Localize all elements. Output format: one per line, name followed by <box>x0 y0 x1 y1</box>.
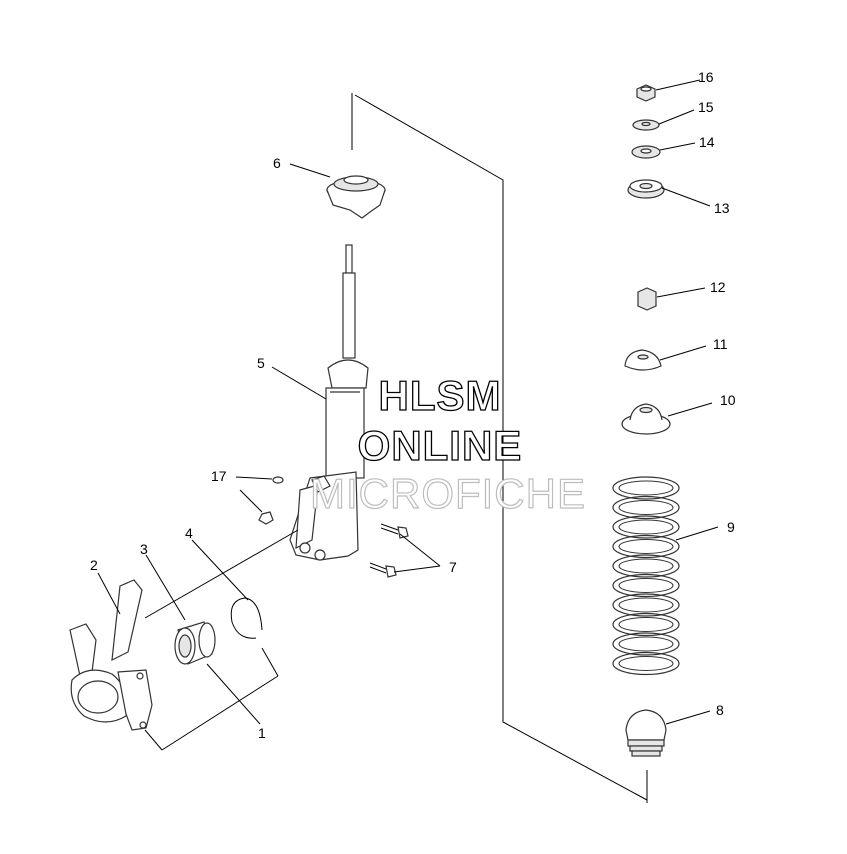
watermark-line2: ONLINE <box>358 422 523 469</box>
spring-coil-outer <box>612 651 680 676</box>
callout-8: 8 <box>716 702 724 718</box>
spring-coil-inner <box>618 539 674 554</box>
callout-6: 6 <box>273 155 281 171</box>
part-bump-cap-11 <box>624 349 662 371</box>
part-upper-mount <box>326 175 386 219</box>
callout-7: 7 <box>449 559 457 575</box>
callout-12: 12 <box>710 279 726 295</box>
part-bump-stop-8 <box>625 709 667 757</box>
watermark-line1: HLSM <box>379 372 502 419</box>
spring-coil-outer <box>612 554 680 578</box>
callout-3: 3 <box>140 541 148 557</box>
spring-coil-inner <box>618 656 674 671</box>
spring-coil-inner <box>618 480 674 496</box>
part-washer-14 <box>631 145 661 159</box>
callout-2: 2 <box>90 557 98 573</box>
spring-coil-inner <box>618 617 674 632</box>
part-nut-16 <box>636 84 656 102</box>
watermark-line3: MICROFICHE <box>310 470 586 517</box>
part-knuckle <box>69 579 153 731</box>
callout-labels: 1 2 3 4 5 6 7 8 9 10 11 12 13 14 15 16 1… <box>90 69 736 741</box>
part-bearing-13 <box>627 179 665 199</box>
part-bearing <box>174 621 216 665</box>
spring-coil-inner <box>618 519 674 535</box>
spring-coil-inner <box>618 558 674 574</box>
part-snap-ring <box>230 597 263 639</box>
part-nut-12 <box>637 287 657 311</box>
spring-coil-inner <box>618 500 674 515</box>
callout-1: 1 <box>258 725 266 741</box>
part-spring-seat-10 <box>621 403 671 435</box>
callout-17: 17 <box>211 468 227 484</box>
spring-coil-outer <box>612 632 680 656</box>
spring-coil-inner <box>618 597 674 613</box>
spring-coil-outer <box>612 476 680 500</box>
spring-coil-outer <box>612 534 680 559</box>
callout-13: 13 <box>714 200 730 216</box>
part-strut <box>289 244 369 561</box>
part-bolts <box>369 523 409 578</box>
callout-4: 4 <box>185 525 193 541</box>
callout-10: 10 <box>720 392 736 408</box>
part-small-bolt <box>258 476 284 525</box>
spring-coil-outer <box>612 495 680 520</box>
part-washer-15 <box>632 119 660 131</box>
assembly-outline <box>351 93 648 803</box>
callout-14: 14 <box>699 134 715 150</box>
spring-coil-outer <box>612 612 680 637</box>
spring-coil-outer <box>612 515 680 539</box>
callout-11: 11 <box>713 336 728 352</box>
callout-9: 9 <box>727 519 735 535</box>
leader-lines <box>97 79 719 751</box>
callout-5: 5 <box>257 355 265 371</box>
callout-15: 15 <box>698 99 714 115</box>
callout-16: 16 <box>698 69 714 85</box>
spring-coil-outer <box>612 573 680 598</box>
watermark: HLSM ONLINE MICROFICHE <box>309 371 586 517</box>
spring-coil-inner <box>618 636 674 652</box>
spring-coil-outer <box>612 593 680 617</box>
part-coil-spring <box>612 476 680 676</box>
spring-coil-inner <box>618 578 674 593</box>
